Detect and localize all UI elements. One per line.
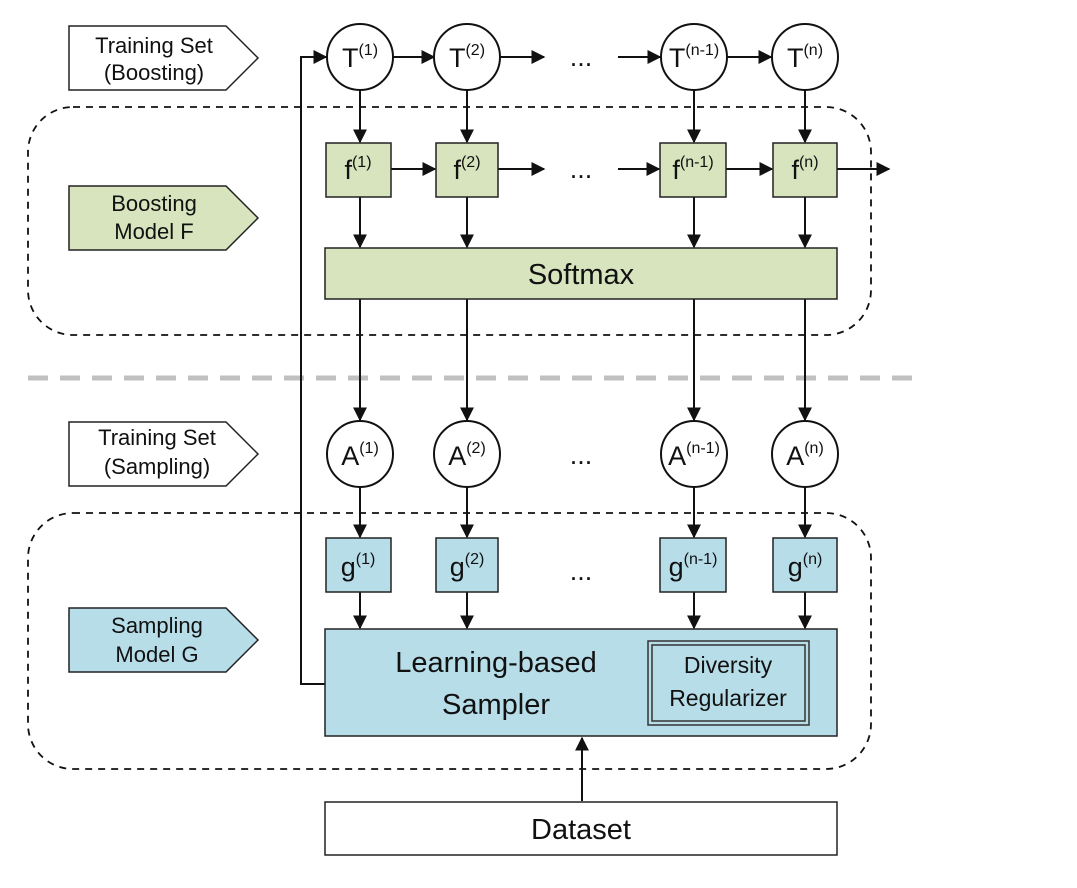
learning-based-sampler: Learning-based Sampler [324,628,838,737]
t-node-1: T(1) [326,23,394,91]
ellipsis-f: ... [570,154,593,184]
dataset-block: Dataset [324,801,838,856]
t-node-n-1: T(n-1) [660,23,728,91]
t-node-2: T(2) [433,23,501,91]
svg-text:f(1): f(1) [344,154,371,185]
training-set-boosting-label: Training Set (Boosting) [68,25,260,91]
a-node-2: A(2) [433,420,501,488]
svg-text:Diversity: Diversity [684,652,773,678]
g-node-n-1: g(n-1) [659,537,727,593]
svg-text:Training Set: Training Set [98,425,216,450]
svg-text:Training Set: Training Set [95,33,213,58]
svg-text:T(1): T(1) [342,42,378,73]
svg-text:A(n-1): A(n-1) [668,440,720,471]
ellipsis-a: ... [570,440,593,470]
svg-text:f(n-1): f(n-1) [672,154,713,185]
svg-text:T(n-1): T(n-1) [669,42,719,73]
svg-text:g(1): g(1) [341,551,376,582]
svg-text:Dataset: Dataset [531,814,631,846]
f-node-n-1: f(n-1) [659,142,727,198]
svg-text:A(2): A(2) [448,440,486,471]
svg-text:g(n-1): g(n-1) [669,551,718,582]
sampling-model-region [27,512,872,770]
boosting-model-region [27,106,872,336]
svg-text:Learning-based: Learning-based [395,647,597,679]
diversity-regularizer: Diversity Regularizer [647,640,810,726]
ellipsis-t: ... [570,42,593,72]
svg-text:Model G: Model G [115,642,198,667]
svg-text:Sampling: Sampling [111,613,203,638]
ellipsis-g: ... [570,556,593,586]
training-set-sampling-label: Training Set (Sampling) [68,421,260,487]
svg-text:T(n): T(n) [787,42,823,73]
f-node-1: f(1) [325,142,392,198]
a-node-1: A(1) [326,420,394,488]
svg-text:g(2): g(2) [450,551,485,582]
svg-text:g(n): g(n) [788,551,823,582]
svg-text:Softmax: Softmax [528,259,635,291]
softmax-block: Softmax [324,247,838,300]
svg-text:Sampler: Sampler [442,689,550,721]
svg-text:Model F: Model F [114,219,193,244]
g-node-2: g(2) [435,537,499,593]
svg-text:f(2): f(2) [453,154,480,185]
a-node-n-1: A(n-1) [660,420,728,488]
sampling-model-label: Sampling Model G [68,607,260,673]
edges [300,50,891,801]
svg-text:f(n): f(n) [791,154,818,185]
boosting-model-label: Boosting Model F [68,185,260,251]
t-node-n: T(n) [771,23,839,91]
svg-text:(Sampling): (Sampling) [104,454,210,479]
f-node-n: f(n) [772,142,838,198]
g-node-1: g(1) [325,537,392,593]
svg-text:Regularizer: Regularizer [669,685,787,711]
svg-text:T(2): T(2) [449,42,485,73]
svg-text:Boosting: Boosting [111,191,197,216]
svg-text:(Boosting): (Boosting) [104,60,204,85]
g-node-n: g(n) [772,537,838,593]
f-node-2: f(2) [435,142,499,198]
svg-text:A(1): A(1) [341,440,379,471]
svg-text:A(n): A(n) [786,440,824,471]
a-node-n: A(n) [771,420,839,488]
